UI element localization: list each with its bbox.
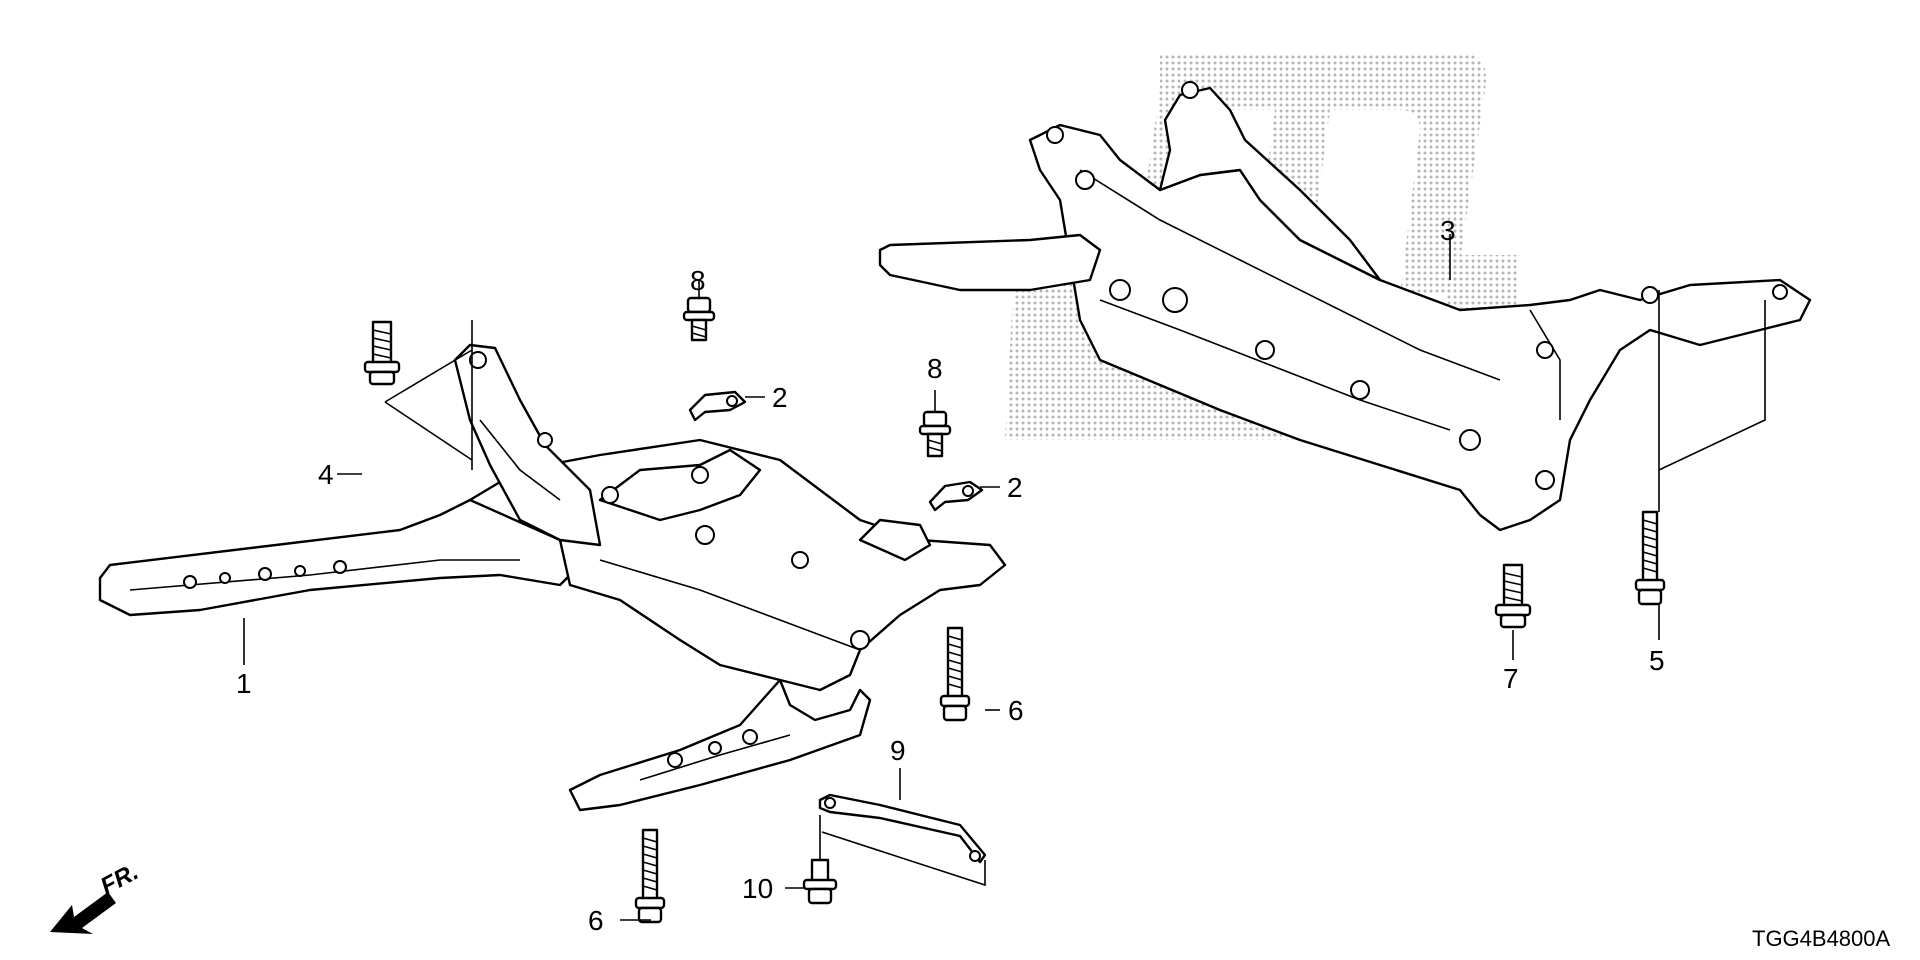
callout-4: 4 [318,459,334,490]
bolt-6b [634,828,666,924]
bolt-4 [363,320,401,386]
callout-9: 9 [890,735,906,766]
washer-bracket-2a [688,390,747,422]
callout-labels: 1 2 2 3 4 5 6 6 7 8 8 9 10 [236,215,1665,936]
bolt-10 [802,858,838,905]
callout-1: 1 [236,668,252,699]
front-subframe [98,343,1007,812]
callout-6a: 6 [1008,695,1024,726]
callout-7: 7 [1503,663,1519,694]
callout-8a: 8 [690,265,706,296]
bolt-7 [1494,563,1532,629]
washer-bracket-2b [928,480,984,512]
callout-2a: 2 [772,382,788,413]
bolt-8a [682,296,716,342]
rear-subframe [878,81,1812,532]
callout-2b: 2 [1007,472,1023,503]
front-direction-arrow-icon: FR. [50,858,143,934]
callout-5: 5 [1649,645,1665,676]
stiffener-bracket [818,793,987,864]
direction-label: FR. [96,858,143,900]
bolt-8b [918,410,952,458]
callout-10: 10 [742,873,773,904]
callout-6b: 6 [588,905,604,936]
callout-3: 3 [1440,215,1456,246]
bolt-6a [939,626,971,722]
callout-8b: 8 [927,353,943,384]
diagram-code: TGG4B4800A [1752,926,1891,951]
bolt-5 [1634,510,1666,606]
leader-lines [243,234,1766,921]
